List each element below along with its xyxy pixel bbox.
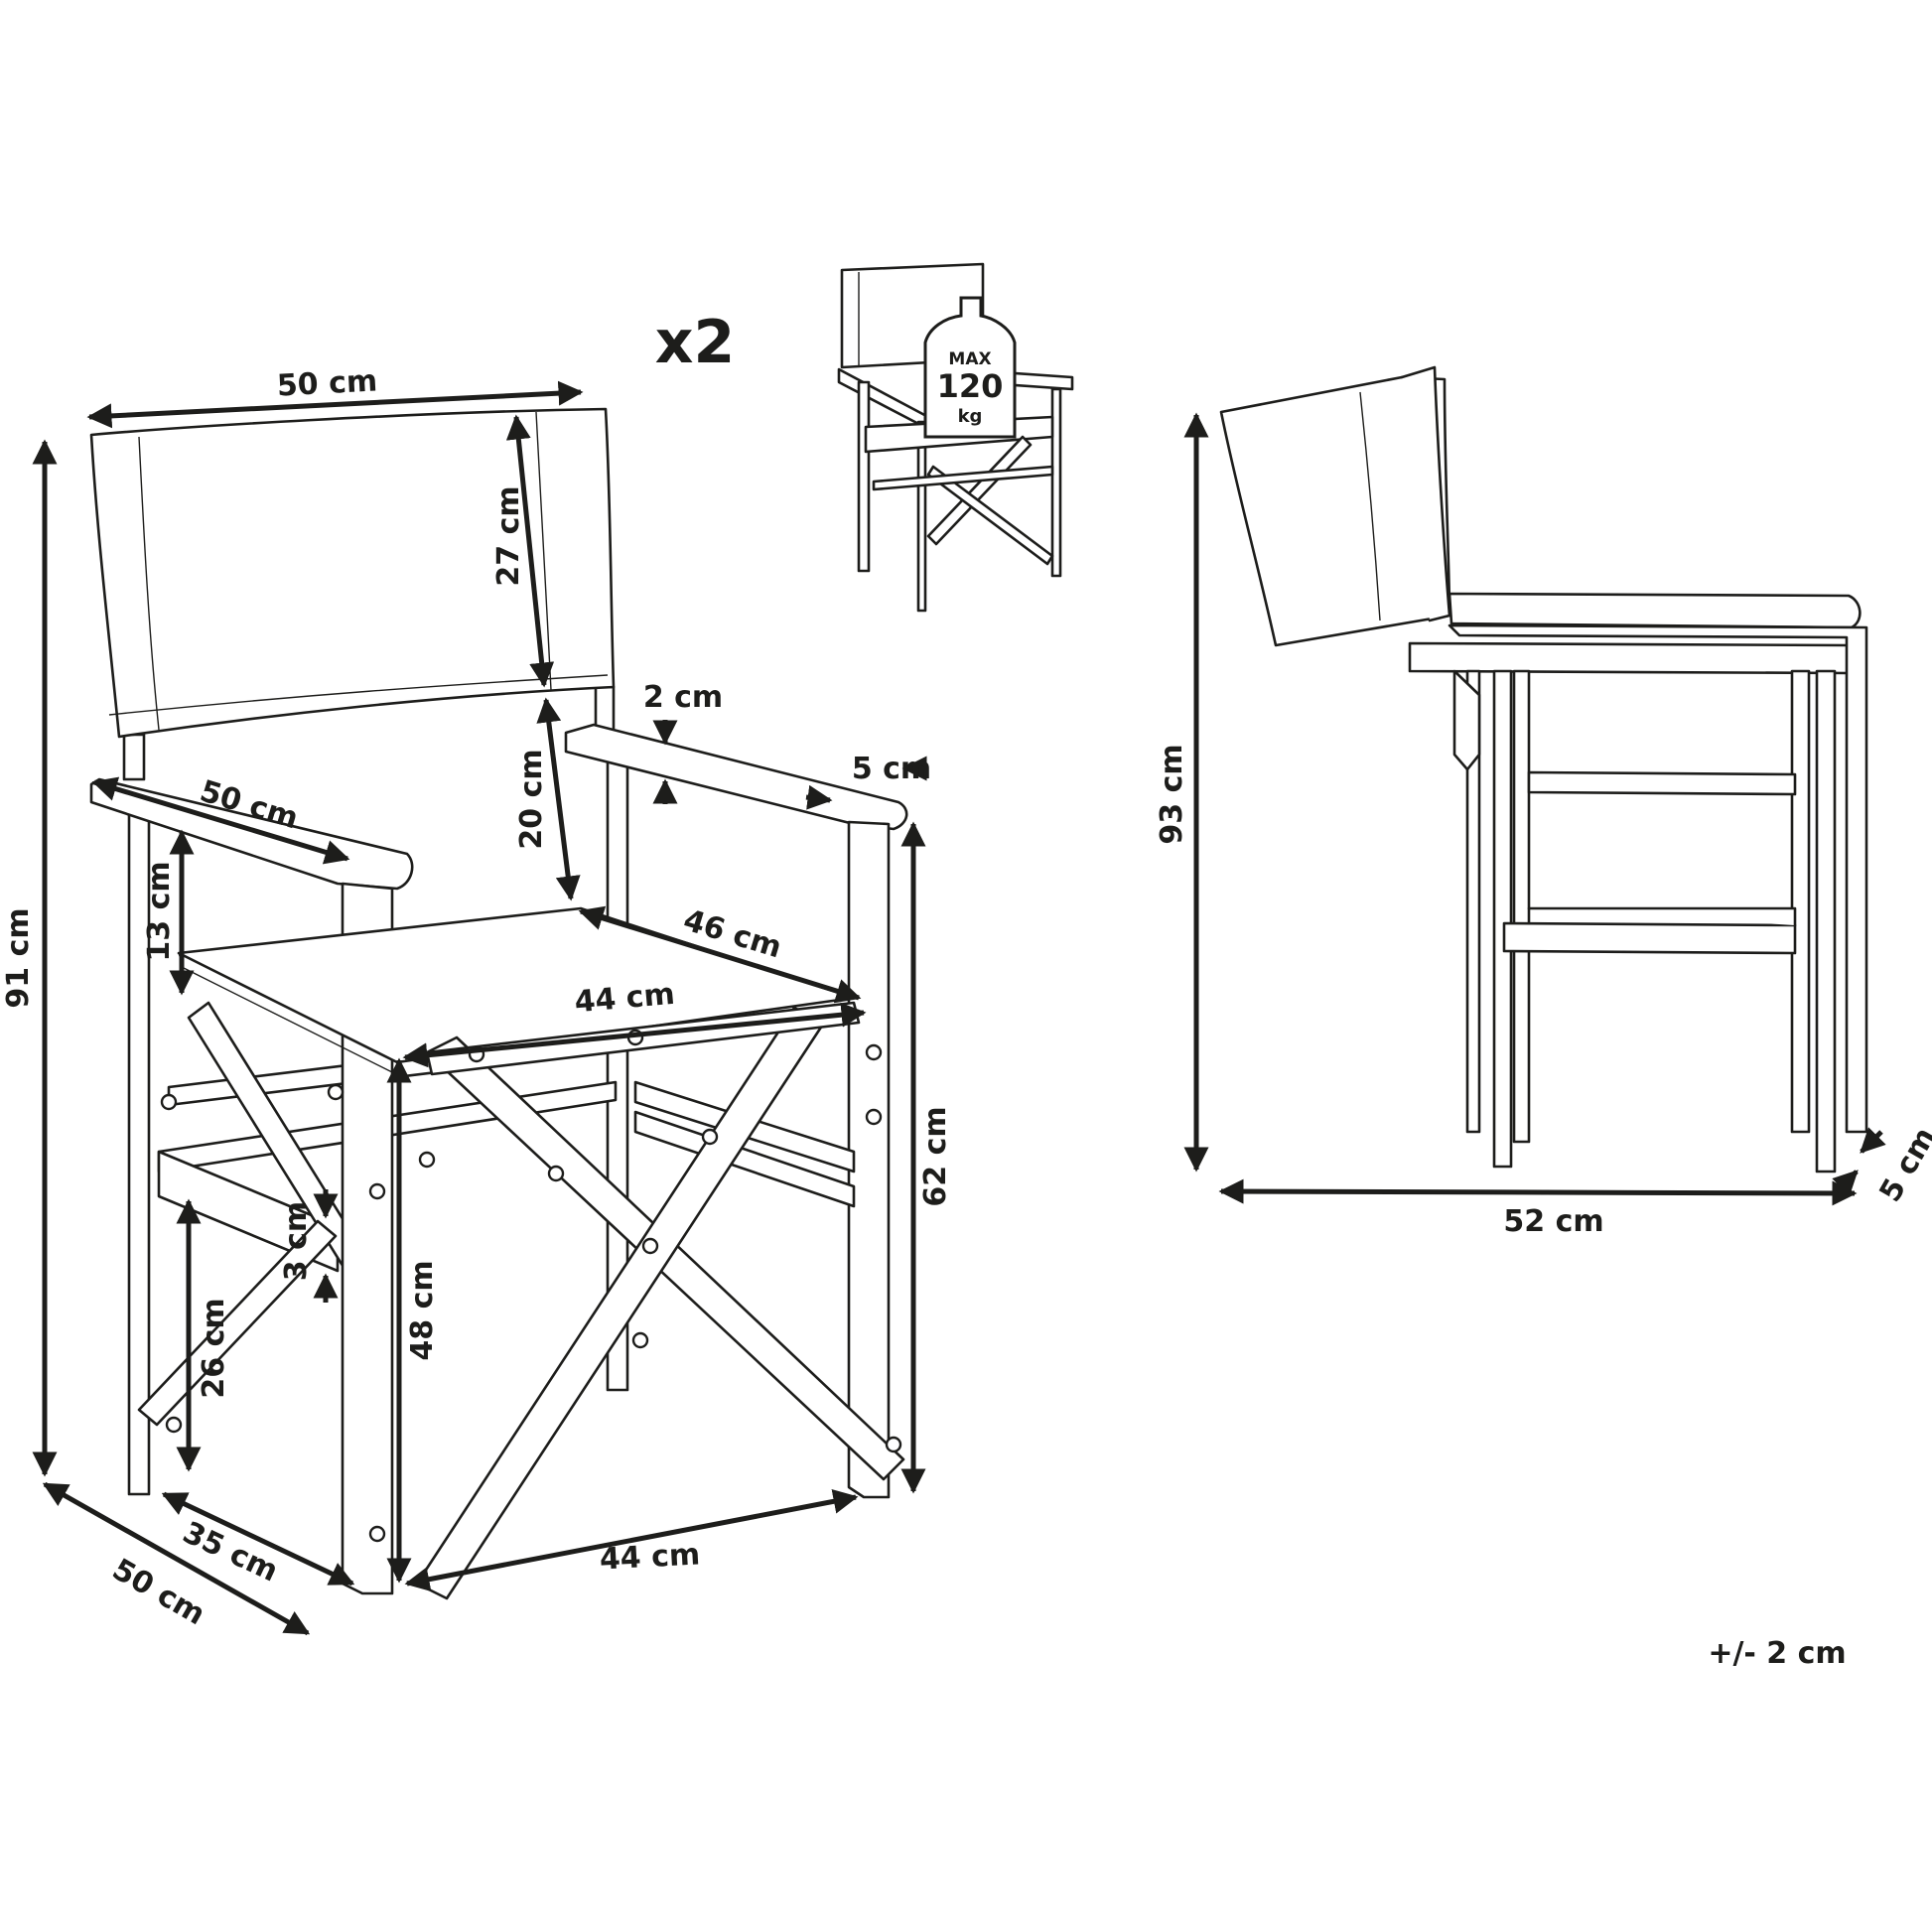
label-rail-height: 26 cm — [197, 1298, 231, 1398]
front-dimension-lines — [32, 380, 928, 1636]
label-back-to-seat: 20 cm — [514, 749, 549, 849]
label-armrest-to-seat: 13 cm — [142, 861, 177, 961]
label-armrest-thickness: 2 cm — [643, 680, 723, 715]
quantity-label: x2 — [655, 308, 735, 377]
folded-dimension-lines — [1183, 412, 1886, 1206]
label-rail-thickness: 3 cm — [279, 1201, 314, 1281]
label-armrest-width: 5 cm — [852, 752, 931, 786]
label-bottom-width: 44 cm — [599, 1537, 701, 1577]
thumbnail-chair: MAX 120 kg — [837, 262, 1074, 613]
folded-leg-4 — [1790, 669, 1811, 1134]
weight-badge-line3: kg — [958, 406, 983, 427]
label-backrest-width: 50 cm — [276, 363, 378, 403]
label-folded-height: 93 cm — [1155, 744, 1189, 844]
folded-dimension-labels: 93 cm 52 cm 5 cm — [1155, 744, 1932, 1239]
folded-rail — [1502, 921, 1797, 955]
front-chair-view — [89, 407, 908, 1600]
folded-leg-1 — [1465, 669, 1481, 1134]
folded-leg-5 — [1815, 669, 1837, 1173]
label-total-height: 91 cm — [1, 907, 36, 1008]
armrest-support-left — [341, 882, 394, 1595]
side-rail-left — [157, 1150, 340, 1273]
side-rail-right-lower — [633, 1110, 856, 1208]
label-armrest-height: 62 cm — [918, 1106, 953, 1206]
label-backrest-height: 27 cm — [491, 485, 526, 586]
weight-badge: MAX 120 kg — [923, 296, 1017, 439]
folded-leg-2 — [1492, 669, 1513, 1169]
weight-badge-line2: 120 — [937, 367, 1004, 405]
backrest-fabric — [89, 407, 616, 739]
folded-armrest-top — [1448, 592, 1862, 629]
label-seat-height: 48 cm — [405, 1260, 440, 1360]
label-folded-width: 52 cm — [1503, 1204, 1603, 1239]
folded-armrest-lower — [1408, 641, 1862, 675]
label-total-depth: 50 cm — [106, 1552, 210, 1632]
back-leg-left-post — [122, 733, 146, 781]
weight-badge-line1: MAX — [948, 349, 991, 369]
folded-seat — [1527, 770, 1797, 796]
folded-chair-view — [1219, 365, 1868, 1173]
folded-leg-3 — [1512, 669, 1531, 1144]
tolerance-note: +/- 2 cm — [1708, 1636, 1846, 1671]
